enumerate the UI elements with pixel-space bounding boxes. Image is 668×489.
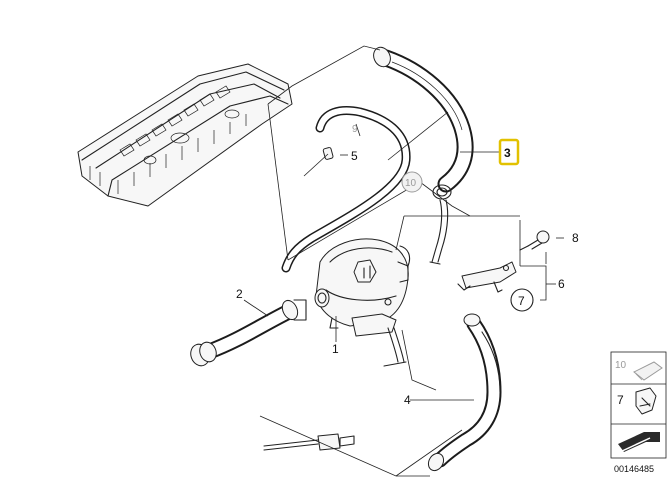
bracket-6	[457, 261, 517, 293]
callout-6: 6	[558, 277, 565, 291]
callout-2: 2	[236, 287, 243, 301]
callout-5: 5	[351, 149, 358, 163]
callout-1: 1	[332, 342, 339, 356]
vent-hose-9	[281, 106, 411, 273]
bolt-8	[519, 230, 550, 251]
legend-item-10-number: 10	[615, 360, 627, 371]
legend-panel: 10 7 00146485	[610, 351, 667, 474]
vent-hose-2	[190, 299, 307, 367]
leader-lines	[243, 45, 564, 477]
valve-cover	[77, 63, 293, 207]
vent-hose-4	[427, 313, 502, 472]
callout-10: 10	[405, 178, 417, 189]
callout-10-circle	[401, 171, 423, 193]
catalog-number: 00146485	[614, 464, 654, 474]
sensor-rod	[263, 433, 355, 451]
clip-5	[322, 147, 334, 160]
callout-8: 8	[572, 231, 579, 245]
callout-3-highlight	[498, 138, 520, 166]
legend-item-7-part	[635, 387, 657, 415]
callout-4: 4	[404, 393, 411, 407]
callout-7: 7	[518, 294, 525, 308]
callout-labels: 1 2 3 4 5 6 7 8 9 10	[236, 124, 579, 407]
callout-9: 9	[352, 124, 358, 135]
legend-arrow-icon	[618, 432, 660, 452]
callout-3: 3	[504, 146, 511, 160]
legend-item-10-part	[633, 361, 663, 381]
callout-7-circle	[510, 288, 534, 312]
legend-item-7-number: 7	[617, 393, 624, 407]
oil-separator-1	[314, 238, 411, 367]
crankcase-vent-hose-3	[373, 46, 474, 265]
